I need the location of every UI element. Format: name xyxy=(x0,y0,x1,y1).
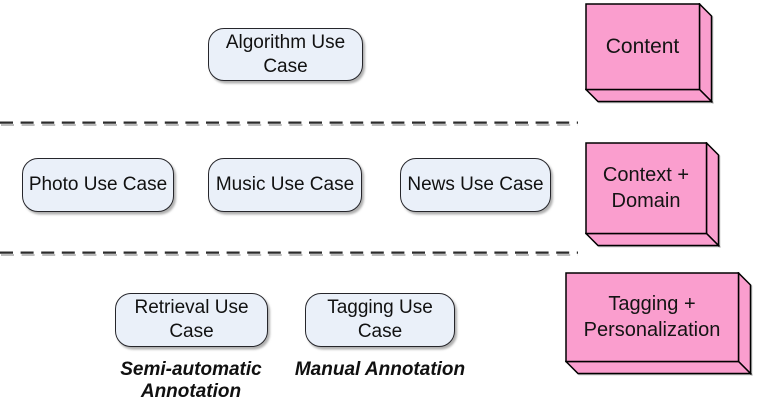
layer-label: Content xyxy=(605,34,680,58)
usecase-node-retrieval: Retrieval Use Case xyxy=(115,293,268,347)
annotation-semi-automatic: Semi-automatic Annotation xyxy=(120,359,262,402)
row-divider-2 xyxy=(0,251,578,256)
usecase-node-algorithm: Algorithm Use Case xyxy=(208,28,363,81)
usecase-node-music: Music Use Case xyxy=(208,158,362,212)
usecase-node-news: News Use Case xyxy=(400,158,551,212)
annotation-manual: Manual Annotation xyxy=(294,359,466,380)
row-divider-1 xyxy=(0,121,578,126)
usecase-label: News Use Case xyxy=(407,174,544,195)
layer-label: Context + Domain xyxy=(602,164,690,212)
box-bottom-face xyxy=(585,232,720,247)
usecase-label: Algorithm Use Case xyxy=(225,31,346,77)
layer-box-content: Content xyxy=(585,3,713,103)
usecase-node-tagging: Tagging Use Case xyxy=(305,293,455,347)
box-bottom-face xyxy=(585,88,713,103)
layer-box-context-domain: Context + Domain xyxy=(585,142,720,247)
usecase-label: Tagging Use Case xyxy=(327,297,433,342)
usecase-node-photo: Photo Use Case xyxy=(22,158,174,212)
layer-box-tagging-personalization: Tagging + Personalization xyxy=(565,272,752,375)
usecase-label: Photo Use Case xyxy=(28,174,168,195)
layer-box-3d-shape xyxy=(585,142,720,247)
layer-box-3d-shape xyxy=(585,3,713,103)
box-right-face xyxy=(705,142,720,247)
box-right-face xyxy=(737,272,752,375)
layer-label: Tagging + Personalization xyxy=(583,293,721,341)
box-front-face xyxy=(585,3,701,91)
box-front-face xyxy=(565,272,740,363)
box-front-face xyxy=(585,142,708,235)
layer-box-3d-shape xyxy=(565,272,752,375)
usecase-label: Music Use Case xyxy=(215,174,355,195)
box-bottom-face xyxy=(565,360,752,375)
box-right-face xyxy=(698,3,713,103)
usecase-label: Retrieval Use Case xyxy=(134,297,249,342)
